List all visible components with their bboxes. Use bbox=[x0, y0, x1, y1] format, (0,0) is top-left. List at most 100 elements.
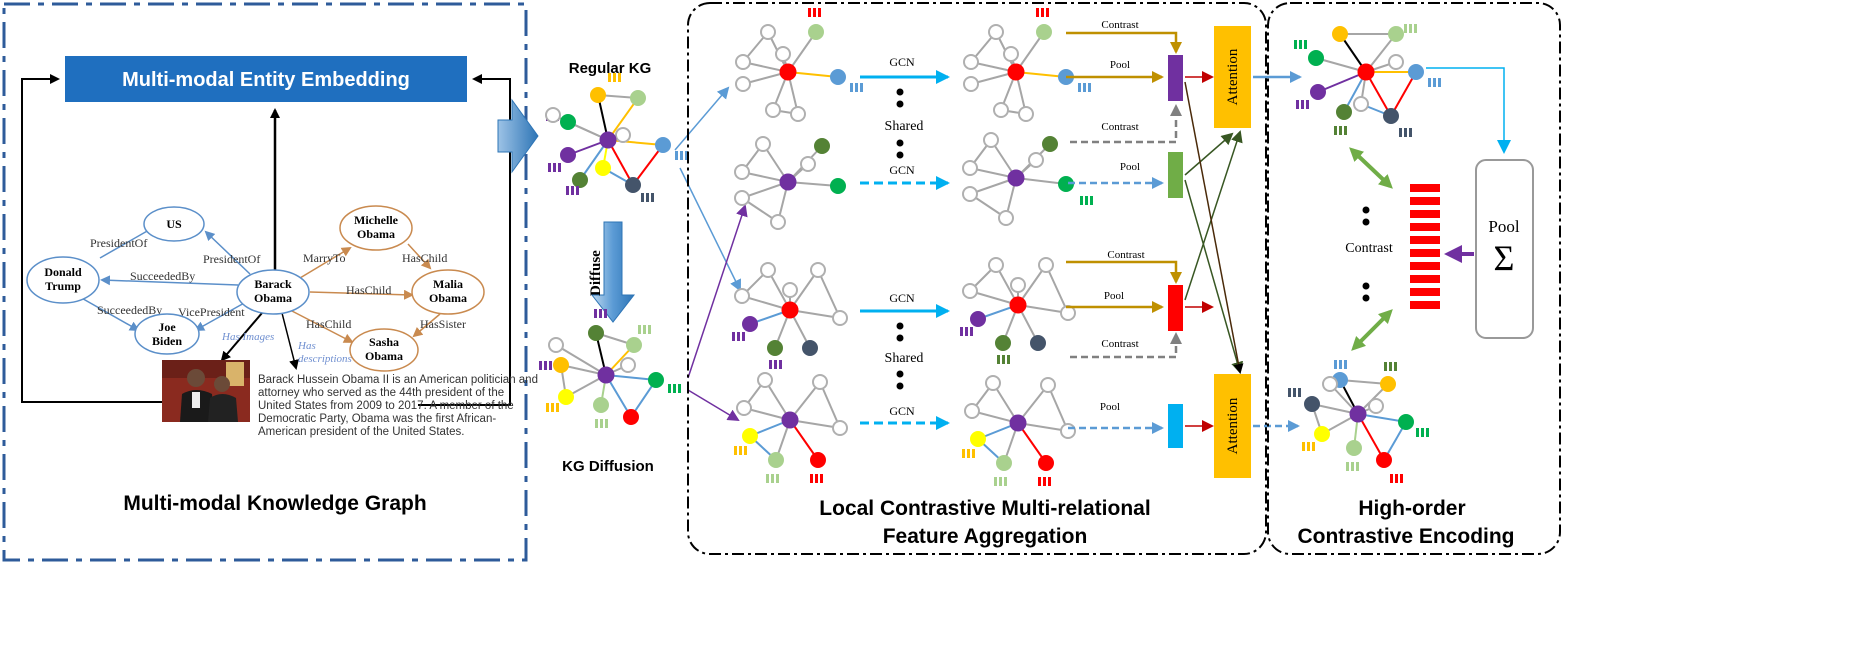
regular-kg-graph bbox=[545, 73, 688, 202]
embedding-ticks bbox=[566, 186, 579, 195]
graph-node bbox=[1038, 455, 1054, 471]
graph-center-node bbox=[597, 366, 615, 384]
pooled-feature-purple bbox=[1168, 55, 1183, 101]
diffuse-arrow bbox=[590, 221, 636, 323]
edge-label-has-descriptions-1: Has bbox=[297, 340, 316, 352]
node-us-label: US bbox=[166, 217, 182, 231]
embedding-ticks bbox=[732, 332, 745, 341]
edge-label-presidentof-obama: PresidentOf bbox=[203, 252, 260, 266]
edge-label-haschild-2: HasChild bbox=[346, 283, 391, 297]
regular-kg-label: Regular KG bbox=[569, 60, 652, 77]
obama-photo bbox=[162, 360, 250, 422]
edge-label-succeededby-2: SucceededBy bbox=[97, 303, 162, 317]
local-graph-1b bbox=[734, 136, 846, 230]
embedding-ticks bbox=[1399, 128, 1412, 137]
embedding-ticks bbox=[548, 163, 561, 172]
graph-center-node bbox=[599, 131, 617, 149]
pool-label-3: Pool bbox=[1104, 290, 1124, 302]
embedding-ticks bbox=[539, 361, 552, 370]
graph-node bbox=[775, 46, 791, 62]
edge-label-has-descriptions: Has descriptions bbox=[297, 340, 352, 365]
graph-node bbox=[545, 107, 561, 123]
graph-node bbox=[548, 337, 564, 353]
graph-center-node bbox=[781, 301, 799, 319]
graph-node bbox=[1028, 152, 1044, 168]
loop-right-edge bbox=[418, 74, 511, 406]
shared-label-top: Shared bbox=[885, 119, 924, 134]
graph-node bbox=[962, 160, 978, 176]
loop-left-edge bbox=[21, 74, 162, 403]
feature-bar bbox=[1410, 223, 1440, 231]
contrast-label-3: Contrast bbox=[1107, 249, 1144, 261]
local-graph-4b bbox=[962, 375, 1076, 486]
embedding-ticks bbox=[766, 474, 779, 483]
graph-center-node bbox=[1009, 296, 1027, 314]
edge-label-hassister: HasSister bbox=[420, 317, 466, 331]
graph-node bbox=[735, 76, 751, 92]
node-michelle bbox=[339, 205, 413, 251]
graph-node bbox=[1042, 136, 1058, 152]
gcn-arrows bbox=[860, 70, 950, 430]
graph-node bbox=[995, 335, 1011, 351]
local-graph-1a bbox=[735, 8, 863, 122]
gcn-label-3: GCN bbox=[889, 291, 915, 305]
embedding-ticks bbox=[595, 419, 608, 428]
graph-node bbox=[1383, 108, 1399, 124]
kg-edges bbox=[77, 225, 441, 370]
embedding-ticks bbox=[546, 403, 559, 412]
contrast-double-arrow-bottom bbox=[1351, 309, 1393, 351]
embedding-ticks bbox=[997, 355, 1010, 364]
graph-node bbox=[830, 178, 846, 194]
graph-node bbox=[964, 403, 980, 419]
embedding-ticks bbox=[668, 384, 681, 393]
graph-node bbox=[768, 452, 784, 468]
graph-node bbox=[810, 452, 826, 468]
graph-node bbox=[742, 428, 758, 444]
embedding-ticks bbox=[962, 449, 975, 458]
attention-label-bottom: Attention bbox=[1225, 397, 1241, 454]
attention-output-arrows bbox=[1253, 71, 1302, 432]
graph-node bbox=[830, 69, 846, 85]
graph-node bbox=[588, 325, 604, 341]
embedding-ticks bbox=[850, 83, 863, 92]
embedding-ticks bbox=[1384, 362, 1397, 371]
graph-node bbox=[1332, 26, 1348, 42]
high-order-panel-border bbox=[1267, 2, 1561, 555]
graph-node bbox=[760, 24, 776, 40]
graph-node bbox=[1408, 64, 1424, 80]
graph-node bbox=[1388, 26, 1404, 42]
embedding-ticks bbox=[960, 327, 973, 336]
kg-diffusion bbox=[539, 309, 681, 428]
local-panel-title-2: Feature Aggregation bbox=[883, 525, 1088, 548]
embedding-ticks bbox=[1390, 474, 1403, 483]
graph-node bbox=[630, 90, 646, 106]
kg-diffusion-label: KG Diffusion bbox=[562, 458, 654, 475]
left-panel-title: Multi-modal Knowledge Graph bbox=[123, 492, 426, 515]
embedding-ticks bbox=[1302, 442, 1315, 451]
local-graph-4a bbox=[960, 257, 1076, 364]
graph-node bbox=[985, 375, 1001, 391]
graph-node bbox=[1036, 24, 1052, 40]
graph-node bbox=[1336, 104, 1352, 120]
local-panel-title-1: Local Contrastive Multi-relational bbox=[819, 497, 1150, 520]
graph-node bbox=[963, 54, 979, 70]
embedding-ticks bbox=[1334, 360, 1347, 369]
pooled-feature-red bbox=[1168, 285, 1183, 331]
graph-node bbox=[615, 127, 631, 143]
embedding-ticks bbox=[1078, 83, 1091, 92]
vertical-ellipsis-local bbox=[896, 88, 904, 390]
diffuse-label: Diffuse bbox=[588, 250, 604, 296]
graph-center-node bbox=[1009, 414, 1027, 432]
embedding-ticks bbox=[994, 477, 1007, 486]
to-attention-arrows bbox=[1184, 71, 1244, 432]
graph-center-node bbox=[1007, 169, 1025, 187]
local-graph-2b bbox=[962, 132, 1093, 226]
edge-label-vicepresident: VicePresident bbox=[178, 305, 245, 319]
sigma-symbol: Σ bbox=[1494, 238, 1515, 278]
edge-label-succeededby-1: SucceededBy bbox=[130, 269, 195, 283]
local-graph-2a bbox=[963, 8, 1091, 122]
